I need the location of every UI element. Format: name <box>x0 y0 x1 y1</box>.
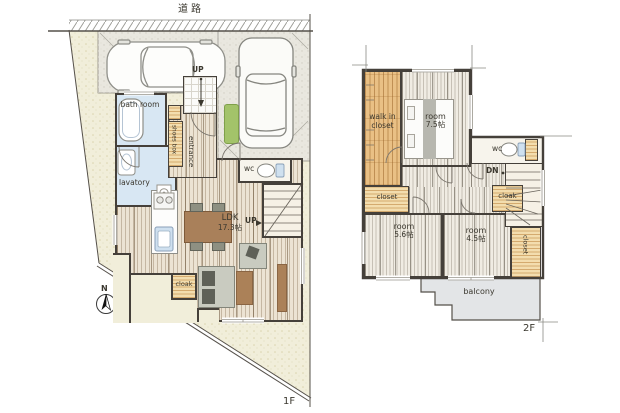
hall-2f <box>409 187 494 213</box>
building-step-cover <box>113 253 131 323</box>
main-bedroom-name: room <box>425 112 446 121</box>
entrance-counter <box>168 105 181 120</box>
dining-chair <box>190 242 203 251</box>
windows-2f <box>360 67 546 281</box>
wc-cabinet <box>525 139 538 161</box>
dining-chair <box>212 203 225 212</box>
windows-1f <box>112 90 305 324</box>
ldk-name: LDK <box>221 213 239 223</box>
low-table <box>236 271 253 305</box>
floor1-label: 1F <box>283 396 296 407</box>
dining-chair <box>190 203 203 212</box>
room-bedroom2 <box>363 213 443 278</box>
main-bedroom-area: 7.5帖 <box>425 120 446 130</box>
pillow <box>407 134 415 148</box>
building-step-cover <box>131 273 171 323</box>
sofa-cushion <box>202 271 215 286</box>
planting-strip <box>224 104 239 144</box>
toilet-2f <box>500 142 526 157</box>
toilet-1f <box>257 163 285 178</box>
bed-runner <box>423 99 436 159</box>
shoes-box-cabinet <box>168 121 183 167</box>
label-closet-west: closet <box>376 193 398 201</box>
building-step-cover <box>171 300 197 323</box>
floor2-envelope <box>361 68 545 280</box>
room-label-wc-1f: wc <box>244 164 255 173</box>
label-closet-east: closet <box>521 235 530 255</box>
room-label-walk-in-closet: walk in closet <box>369 112 396 130</box>
bathtub <box>118 98 144 142</box>
room-label-ldk: LDK 17.3帖 <box>206 213 254 232</box>
cloak-2f <box>492 185 523 212</box>
label-shoes-box: shoes box <box>170 125 177 155</box>
room-label-entrance: entrance <box>187 136 196 168</box>
room-label-lavatory: lavatory <box>119 178 150 187</box>
bedroom3-name: room <box>465 226 487 235</box>
car-suv <box>235 37 297 149</box>
entrance-porch <box>183 76 217 114</box>
bedroom2-area: 5.6帖 <box>394 230 414 240</box>
stairs-down-label: DN <box>486 166 499 175</box>
floor2-label: 2F <box>523 323 536 334</box>
tv-board <box>277 264 287 312</box>
stairs-up-label: UP <box>245 216 257 225</box>
label-balcony: balcony <box>463 287 495 296</box>
label-cloak-2f: cloak <box>498 192 517 200</box>
compass-north-label: N <box>101 284 108 293</box>
room-label-wc-2f: wc <box>492 144 503 153</box>
room-label-bedroom2: room 5.6帖 <box>383 222 425 240</box>
label-cloak-1f: cloak <box>175 280 193 288</box>
sofa-cushion <box>202 289 215 304</box>
dining-table <box>184 211 232 243</box>
room-label-bedroom3: room 4.5帖 <box>455 226 497 244</box>
dimension-ticks <box>352 45 572 342</box>
road-hatch-band <box>69 20 310 31</box>
cloak-1f <box>171 273 197 300</box>
porch-up-label: UP <box>192 65 204 74</box>
ldk-area: 17.3帖 <box>217 222 243 232</box>
bedroom3-area: 4.5帖 <box>466 234 486 244</box>
room-label-bath: bath room <box>120 100 160 109</box>
road-label: 道路 <box>178 4 204 15</box>
balcony <box>420 277 541 321</box>
compass-icon <box>96 293 116 314</box>
room-label-main-bedroom: room 7.5帖 <box>413 112 458 130</box>
door-swings <box>118 111 484 214</box>
dining-chair <box>212 242 225 251</box>
bedroom2-name: room <box>393 222 415 231</box>
parking-corner-marks <box>99 32 309 161</box>
closet-east <box>511 227 541 278</box>
lot-boundary-west <box>68 29 100 264</box>
building-step-cover <box>197 308 219 322</box>
closet-west <box>364 186 409 213</box>
pillow <box>407 106 415 120</box>
